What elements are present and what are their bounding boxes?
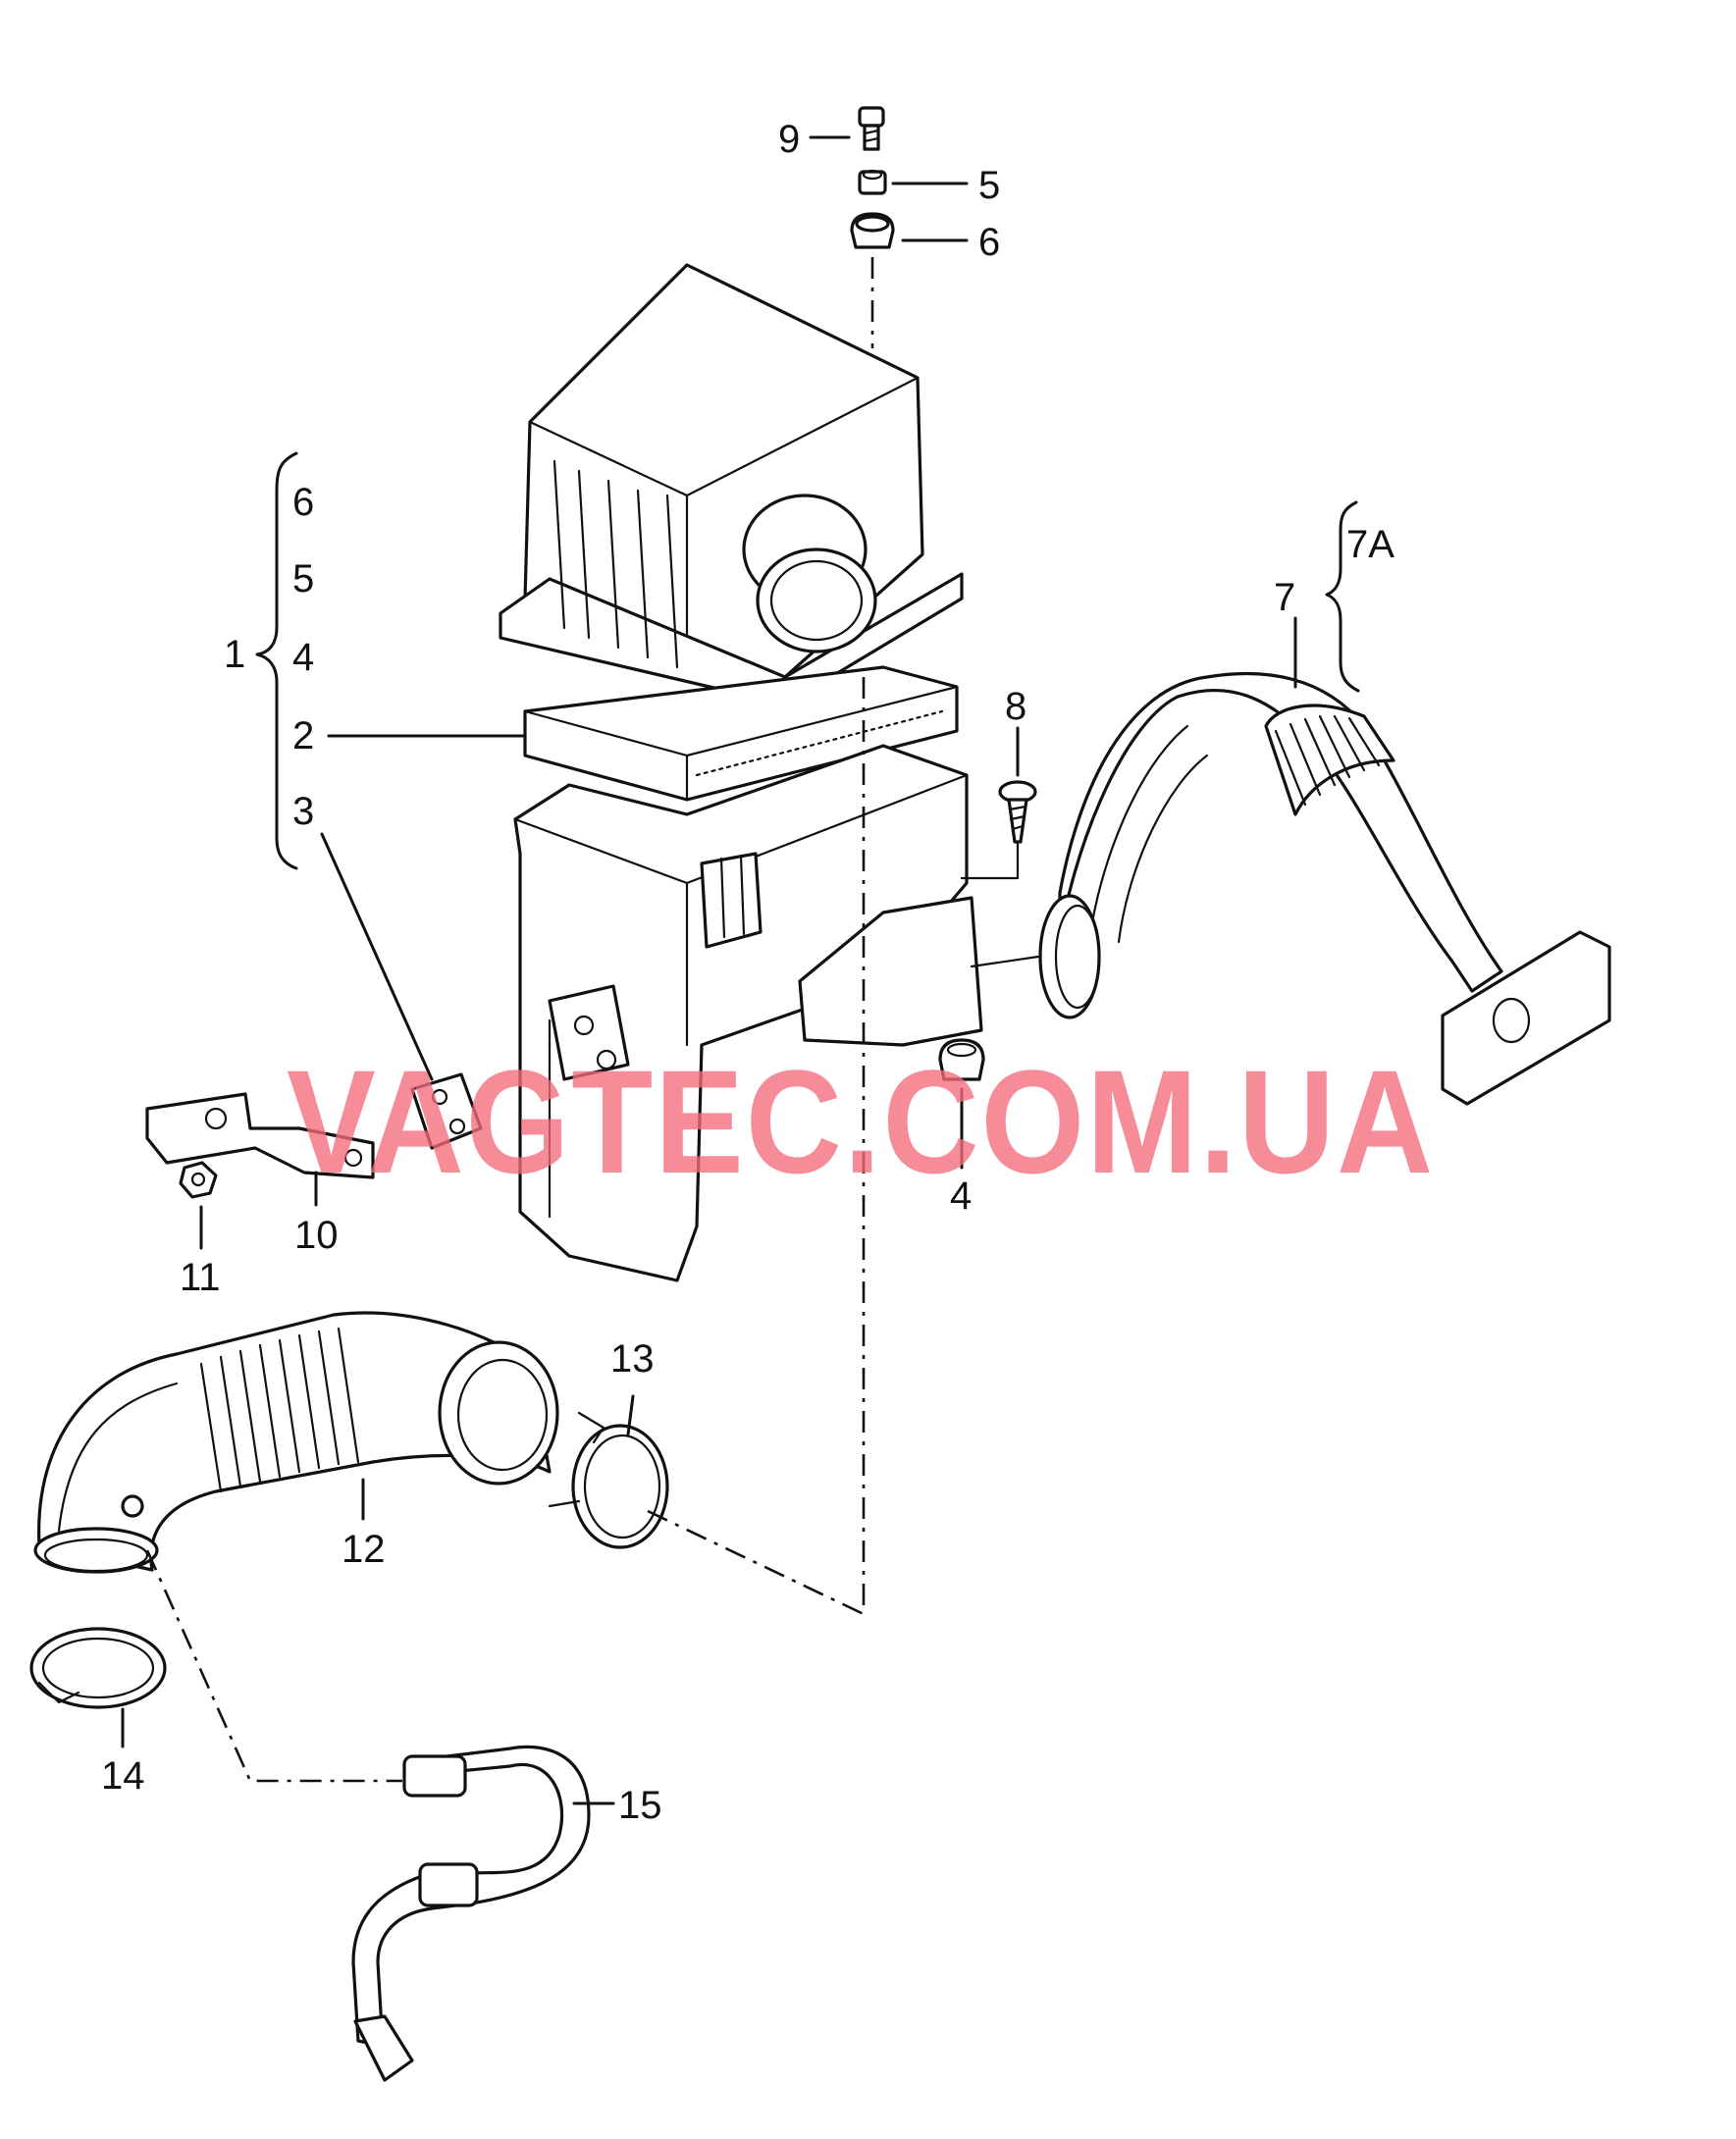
callout-12: 12: [342, 1528, 386, 1571]
intake-hose-part-7: [1038, 671, 1611, 1106]
vent-tube-part-15: [351, 1745, 591, 2082]
bracket-group-1: [255, 451, 298, 870]
filter-element-part-2: [523, 665, 959, 802]
washer-part-5: [858, 169, 887, 195]
callout-13: 13: [610, 1337, 655, 1381]
bracket-group-7: [1325, 500, 1360, 693]
bracket-label-5: 5: [292, 557, 314, 600]
hose-clamp-part-14: [29, 1627, 167, 1709]
leader-13: [626, 1394, 635, 1436]
callout-7: 7: [1274, 576, 1295, 619]
grommet-part-6: [850, 212, 895, 249]
bracket-label-4: 4: [292, 636, 314, 679]
air-filter-housing-lid: [499, 263, 964, 706]
bracket-label-1: 1: [224, 633, 245, 676]
callout-3: 3: [292, 790, 314, 833]
callout-5: 5: [978, 164, 1000, 207]
callout-7a: 7A: [1346, 523, 1394, 566]
callout-15: 15: [618, 1784, 662, 1827]
callout-9: 9: [778, 118, 800, 161]
callout-11: 11: [180, 1256, 221, 1299]
callout-4: 4: [950, 1174, 972, 1218]
watermark: VAGTEC.COM.UA: [287, 1039, 1435, 1204]
hose-clamp-part-13: [548, 1411, 669, 1549]
air-filter-housing-lower: [513, 744, 983, 1282]
gasket-part-3: [410, 1072, 483, 1150]
assembly-line-vent: [145, 1549, 402, 1783]
screw-part-8: [998, 780, 1037, 844]
air-hose-part-12: [33, 1311, 559, 1574]
bolt-part-9: [858, 106, 885, 151]
bracket-label-6: 6: [292, 481, 314, 524]
leader-3: [320, 832, 434, 1081]
callout-10: 10: [294, 1214, 339, 1257]
grommet-part-4: [938, 1038, 985, 1081]
assembly-line-screw: [960, 842, 1020, 880]
callout-6: 6: [978, 221, 1000, 264]
callout-2: 2: [292, 714, 314, 757]
callout-8: 8: [1005, 685, 1026, 728]
callout-14: 14: [101, 1754, 145, 1798]
nut-part-11: [179, 1161, 218, 1199]
assembly-line-hose-7: [970, 955, 1040, 968]
assembly-line-clamp-13: [647, 1509, 865, 1616]
bracket-part-10: [145, 1092, 375, 1179]
